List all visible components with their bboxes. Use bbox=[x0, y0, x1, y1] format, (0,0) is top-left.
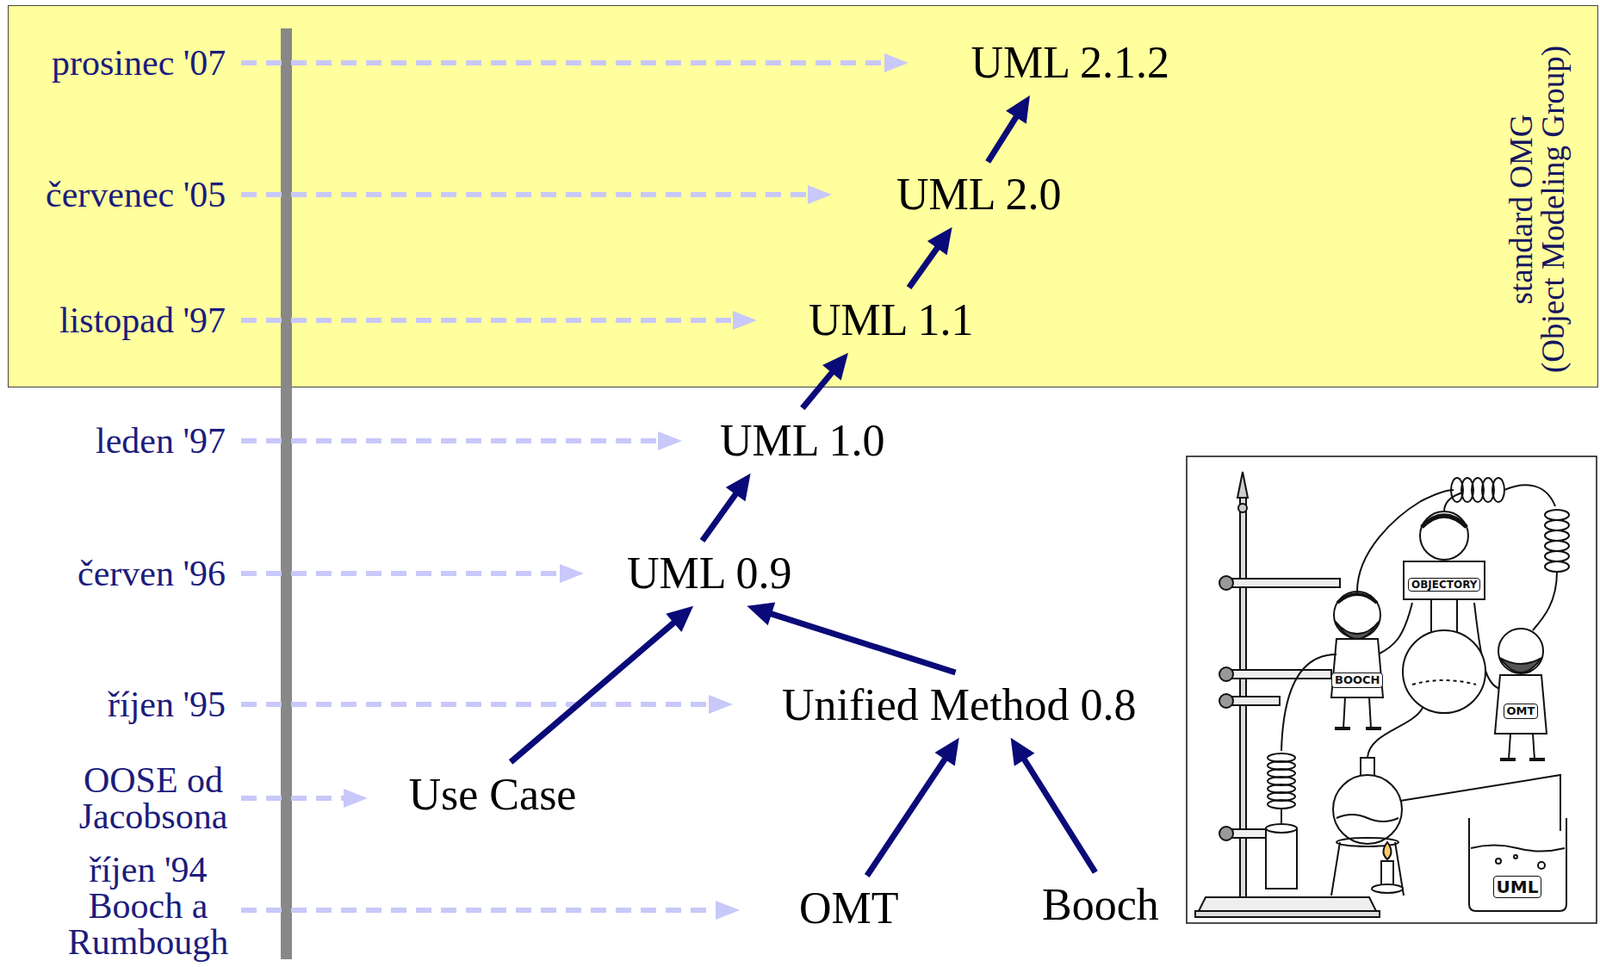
arrow-shaft bbox=[510, 621, 676, 763]
uml-version-node: Use Case bbox=[402, 765, 584, 825]
arrow-head bbox=[1010, 737, 1036, 767]
node-text: Use Case bbox=[409, 768, 577, 821]
timeline-date: leden '97 bbox=[95, 422, 226, 459]
version-arrow bbox=[746, 602, 956, 673]
cartoon-badge: OBJECTORY bbox=[1407, 577, 1481, 592]
uml-version-node: UML 0.9 bbox=[620, 544, 800, 603]
date-pointers bbox=[241, 62, 885, 911]
uml-version-node: UML 1.1 bbox=[801, 291, 981, 350]
timeline-bar bbox=[280, 28, 292, 960]
uml-version-node: UML 2.0 bbox=[889, 165, 1069, 224]
version-arrow bbox=[1010, 737, 1096, 873]
node-text: UML 2.0 bbox=[896, 168, 1062, 221]
uml-version-node: Booch bbox=[1035, 875, 1166, 935]
node-text: UML 2.1.2 bbox=[971, 37, 1171, 89]
cartoon-badge: OMT bbox=[1503, 703, 1539, 720]
arrow-head bbox=[725, 473, 751, 503]
uml-version-node: OMT bbox=[792, 879, 906, 938]
arrow-shaft bbox=[702, 493, 738, 541]
arrow-shaft bbox=[1023, 758, 1096, 873]
node-text: Booch bbox=[1041, 879, 1160, 931]
arrow-head bbox=[746, 602, 776, 627]
arrow-head bbox=[1005, 95, 1030, 125]
version-arrow bbox=[909, 227, 953, 288]
cartoon-badge: UML bbox=[1493, 875, 1543, 899]
arrow-head bbox=[935, 737, 960, 767]
uml-version-node: UML 2.1.2 bbox=[964, 33, 1178, 93]
arrow-shaft bbox=[909, 247, 939, 288]
arrow-head bbox=[665, 606, 694, 633]
omg-standard-band: standard OMG(Object Modeling Group) UML 2… bbox=[7, 5, 1599, 388]
arrow-head bbox=[927, 227, 953, 256]
timeline-date: říjen '95 bbox=[107, 686, 226, 723]
timeline-date: červenec '05 bbox=[45, 176, 226, 213]
node-text: UML 1.0 bbox=[719, 415, 886, 467]
date-pointer-heads bbox=[343, 53, 909, 920]
node-text: UML 0.9 bbox=[626, 547, 793, 600]
band-caption: standard OMG(Object Modeling Group) bbox=[1505, 28, 1569, 391]
node-text: UML 1.1 bbox=[808, 294, 974, 347]
version-arrow bbox=[702, 473, 751, 541]
node-text: Unified Method 0.8 bbox=[781, 679, 1137, 732]
version-arrow bbox=[987, 95, 1030, 162]
alchemy-illustration bbox=[1186, 456, 1597, 924]
arrow-shaft bbox=[769, 613, 956, 673]
arrow-shaft bbox=[987, 115, 1018, 162]
uml-version-node: UML 1.0 bbox=[713, 411, 893, 471]
version-arrow bbox=[510, 606, 694, 763]
arrow-head bbox=[822, 353, 849, 381]
version-arrow bbox=[867, 737, 960, 876]
arrow-shaft bbox=[867, 757, 946, 876]
version-arrow bbox=[802, 353, 849, 409]
band-text: (Object Modeling Group) bbox=[1537, 28, 1569, 391]
node-text: OMT bbox=[799, 882, 900, 935]
timeline-date: říjen '94 Booch a Rumbough bbox=[62, 851, 235, 961]
arrow-shaft bbox=[802, 371, 833, 409]
timeline-date: listopad '97 bbox=[59, 302, 226, 339]
timeline-date: prosinec '07 bbox=[51, 44, 226, 81]
timeline-date: OOSE od Jacobsona bbox=[67, 762, 240, 835]
uml-version-node: Unified Method 0.8 bbox=[775, 675, 1144, 735]
band-text: standard OMG bbox=[1505, 28, 1538, 391]
timeline-date: červen '96 bbox=[77, 555, 226, 592]
cartoon-badge: BOOCH bbox=[1331, 672, 1383, 689]
